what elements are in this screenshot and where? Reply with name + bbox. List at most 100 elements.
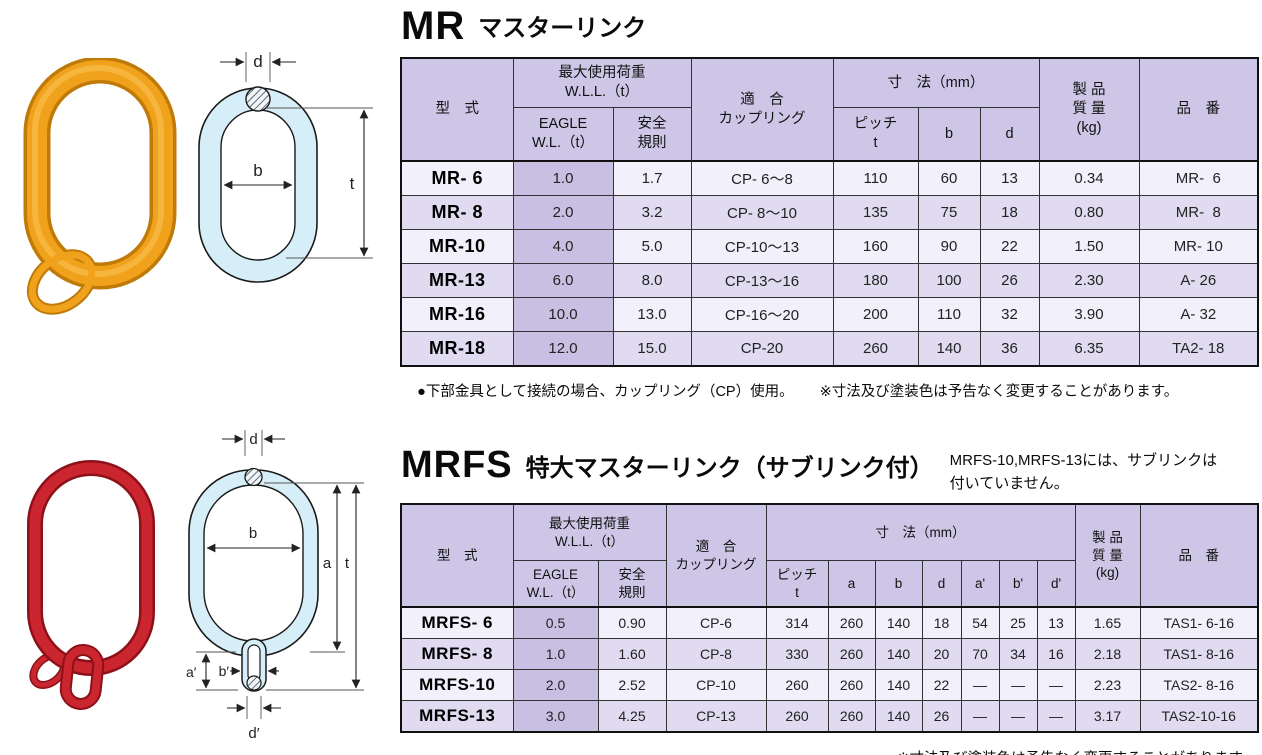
col-header-model: 型 式 [400,57,514,162]
mrfs-spec-table: 型 式 最大使用荷重 W.L.L.（t） 適 合 カップリング 寸 法（mm） … [400,503,1259,733]
cell-eagle: 1.0 [512,638,599,670]
cell-eagle: 3.0 [512,700,599,733]
col-header-safety-rule: 安全 規則 [612,107,692,162]
d-label: d [253,52,262,71]
cell-coupling: CP-10 [665,669,767,701]
cell-b: 140 [874,700,923,733]
cell-b2: ― [998,700,1038,733]
a-prime-label: a′ [186,664,197,680]
cell-eagle: 6.0 [512,263,614,298]
col-header-d: d [921,560,962,608]
d-label: d [249,431,257,448]
cell-pitch: 200 [832,297,919,332]
cell-a2: ― [960,700,1000,733]
cell-coupling: CP-8 [665,638,767,670]
cell-d: 26 [921,700,962,733]
cell-pitch: 180 [832,263,919,298]
cell-pitch: 110 [832,160,919,196]
cell-d: 18 [979,195,1040,230]
cell-b: 110 [917,297,981,332]
col-header-coupling: 適 合 カップリング [690,57,834,162]
master-link-outline [27,460,155,676]
cell-a: 260 [827,700,876,733]
cell-b: 140 [874,606,923,639]
cell-d2: ― [1036,669,1076,701]
cell-a: 260 [827,638,876,670]
col-header-coupling: 適 合 カップリング [665,503,767,608]
mrfs-footnote-change: ※寸法及び塗装色は予告なく変更することがあります。 [897,751,1256,755]
cell-weight: 3.90 [1038,297,1140,332]
cell-a: 260 [827,606,876,639]
cell-weight: 2.18 [1074,638,1141,670]
col-header-dimensions: 寸 法（mm） [765,503,1076,561]
cell-part: TAS1- 6-16 [1139,606,1259,639]
cell-b: 60 [917,160,981,196]
cell-pitch: 160 [832,229,919,264]
cell-d: 36 [979,331,1040,367]
cell-pitch: 135 [832,195,919,230]
cell-model: MR-16 [400,297,514,332]
mr-yellow-master-link-photo [23,58,177,315]
mr-footnote-change: ※寸法及び塗装色は予告なく変更することがあります。 [819,384,1179,400]
cell-a: 260 [827,669,876,701]
cell-d: 22 [979,229,1040,264]
master-link-highlight [32,65,164,277]
cell-d: 20 [921,638,962,670]
col-header-part-number: 品 番 [1139,503,1259,608]
cell-safety: 13.0 [612,297,692,332]
cell-d: 32 [979,297,1040,332]
cell-part: TAS2- 8-16 [1139,669,1259,701]
col-header-weight: 製 品 質 量 (kg) [1038,57,1140,162]
master-link-body [27,60,173,286]
mr-dimension-diagram: d b t [198,52,373,283]
col-header-part-number: 品 番 [1138,57,1259,162]
sub-ring-body [28,251,96,313]
cell-weight: 0.80 [1038,195,1140,230]
cell-model: MRFS-10 [400,669,514,701]
col-header-safety-rule: 安全 規則 [597,560,667,608]
cell-safety: 8.0 [612,263,692,298]
t-label: t [350,174,355,193]
cell-safety: 1.60 [597,638,667,670]
cell-b: 140 [917,331,981,367]
b-label: b [249,525,257,542]
cell-coupling: CP- 8～10 [690,195,834,230]
cell-eagle: 2.0 [512,669,599,701]
cell-safety: 2.52 [597,669,667,701]
cell-d2: 16 [1036,638,1076,670]
cell-d: 18 [921,606,962,639]
col-header-b: b [917,107,981,162]
link-inner-profile [203,484,304,642]
col-header-dimensions: 寸 法（mm） [832,57,1040,108]
cell-b: 90 [917,229,981,264]
mrfs-product-name: 特大マスターリンク（サブリンク付） [525,455,934,482]
cell-safety: 0.90 [597,606,667,639]
cell-pitch: 260 [765,669,829,701]
cell-coupling: CP-13 [665,700,767,733]
col-header-pitch: ピッチ t [832,107,919,162]
cell-coupling: CP-13～16 [690,263,834,298]
cell-coupling: CP-10～13 [690,229,834,264]
cell-weight: 2.23 [1074,669,1141,701]
cell-eagle: 2.0 [512,195,614,230]
cell-eagle: 10.0 [512,297,614,332]
col-header-eagle-wl: EAGLE W.L.（t） [512,107,614,162]
cell-part: TAS1- 8-16 [1139,638,1259,670]
master-link-body [29,462,153,674]
mr-footnote-usage: ●下部金具として接続の場合、カップリング（CP）使用。 [417,384,794,400]
cell-coupling: CP-6 [665,606,767,639]
cell-d: 26 [979,263,1040,298]
cell-pitch: 330 [765,638,829,670]
bar-cross-section [244,467,263,487]
col-header-wll: 最大使用荷重 W.L.L.（t） [512,503,667,561]
cell-model: MR- 8 [400,195,514,230]
mr-product-code: MR [401,4,466,48]
